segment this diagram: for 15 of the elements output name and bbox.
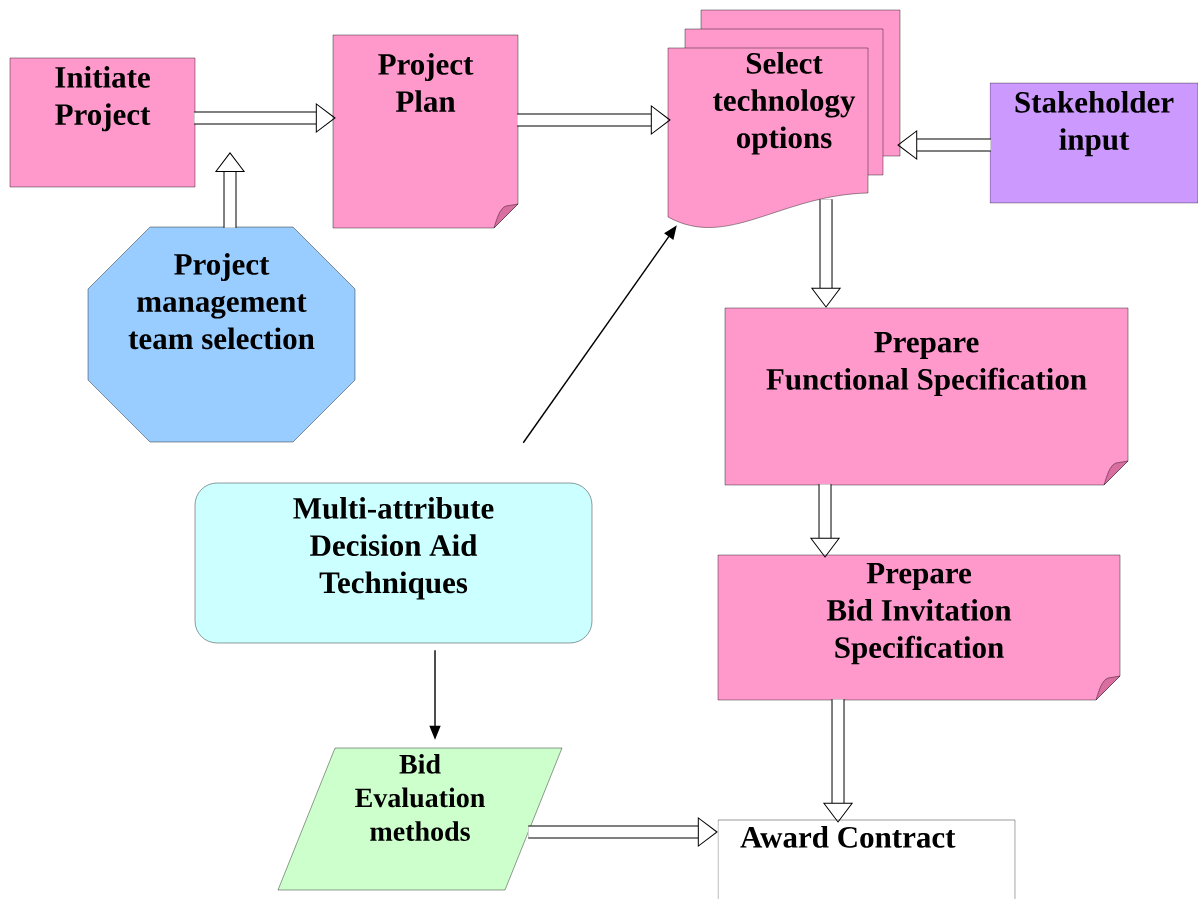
arrow [810, 484, 840, 558]
document-box: Prepare Bid Invitation Specification [717, 554, 1121, 701]
arrow [811, 199, 841, 308]
arrow [823, 699, 853, 823]
arrow [194, 103, 336, 133]
process-box: Initiate Project [9, 57, 196, 188]
arrow [528, 817, 718, 847]
document-box: Prepare Functional Specification [724, 307, 1129, 486]
input-box: Stakeholder input [989, 82, 1198, 204]
arrow [215, 152, 245, 228]
process-box: Award Contract [717, 819, 1016, 899]
arrow [897, 130, 991, 160]
arrow [517, 105, 671, 135]
rounded-box: Multi-attribute Decision Aid Techniques [194, 482, 593, 644]
document-box: Project Plan [332, 34, 519, 229]
